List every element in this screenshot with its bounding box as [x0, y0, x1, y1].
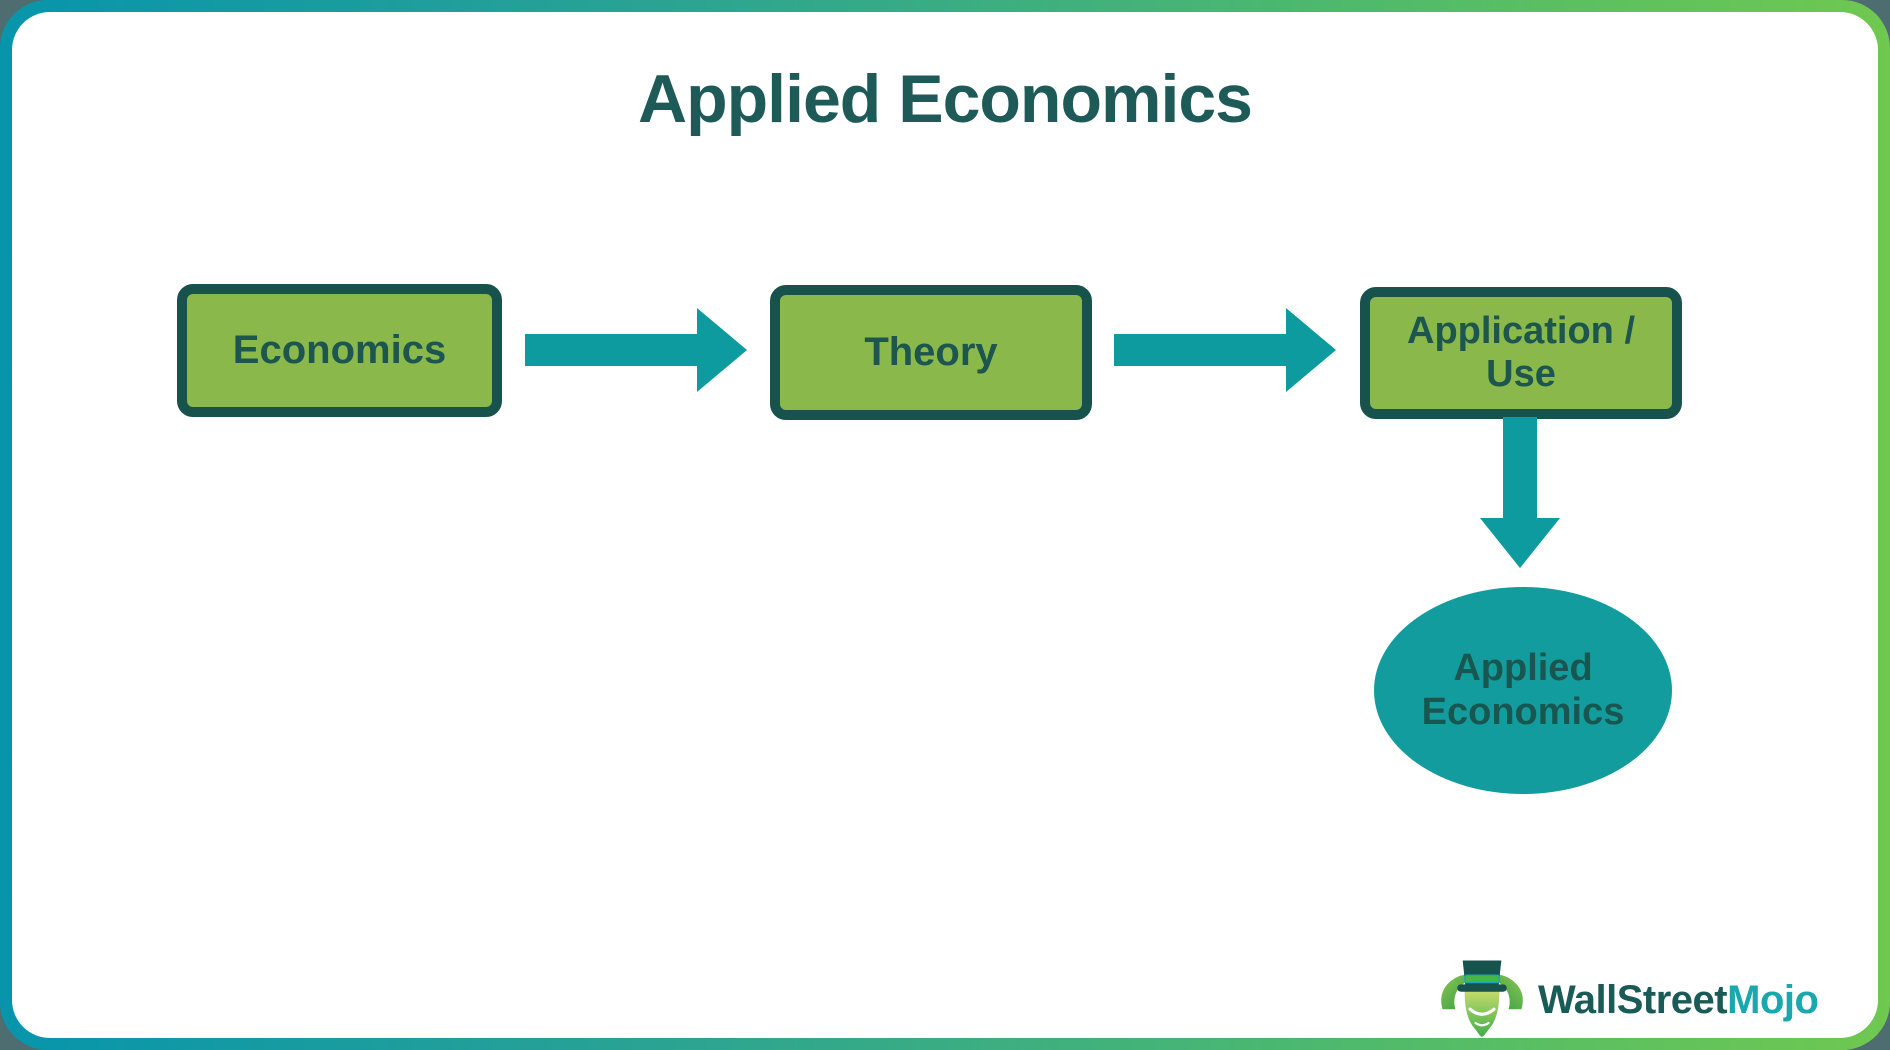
- flow-node-theory: Theory: [770, 285, 1092, 420]
- arrow-right-icon: [525, 308, 747, 392]
- flow-node-economics-label: Economics: [232, 328, 447, 373]
- brand-name-primary: WallStreet: [1538, 977, 1728, 1022]
- arrow-down-icon: [1480, 417, 1560, 568]
- arrow-right-icon: [1114, 308, 1336, 392]
- bull-mascot-icon: [1441, 960, 1523, 1037]
- flow-node-economics: Economics: [177, 284, 502, 417]
- flow-node-application-label-line1: Application /: [1407, 310, 1635, 353]
- brand-logo: WallStreetMojo: [1436, 952, 1819, 1048]
- page-title: Applied Economics: [638, 61, 1253, 137]
- brand-name-accent: Mojo: [1727, 977, 1819, 1022]
- brand-wordmark: WallStreetMojo: [1538, 977, 1819, 1023]
- result-ellipse-applied-economics: Applied Economics: [1374, 587, 1672, 794]
- flow-node-theory-label: Theory: [864, 330, 998, 375]
- flow-node-application-label-line2: Use: [1486, 353, 1556, 395]
- result-label-line1: Applied: [1453, 646, 1593, 689]
- flow-node-application-use: Application / Use: [1360, 287, 1682, 419]
- diagram-card: Applied Economics Economics Theory Appli…: [12, 12, 1878, 1038]
- result-label-line2: Economics: [1421, 690, 1625, 733]
